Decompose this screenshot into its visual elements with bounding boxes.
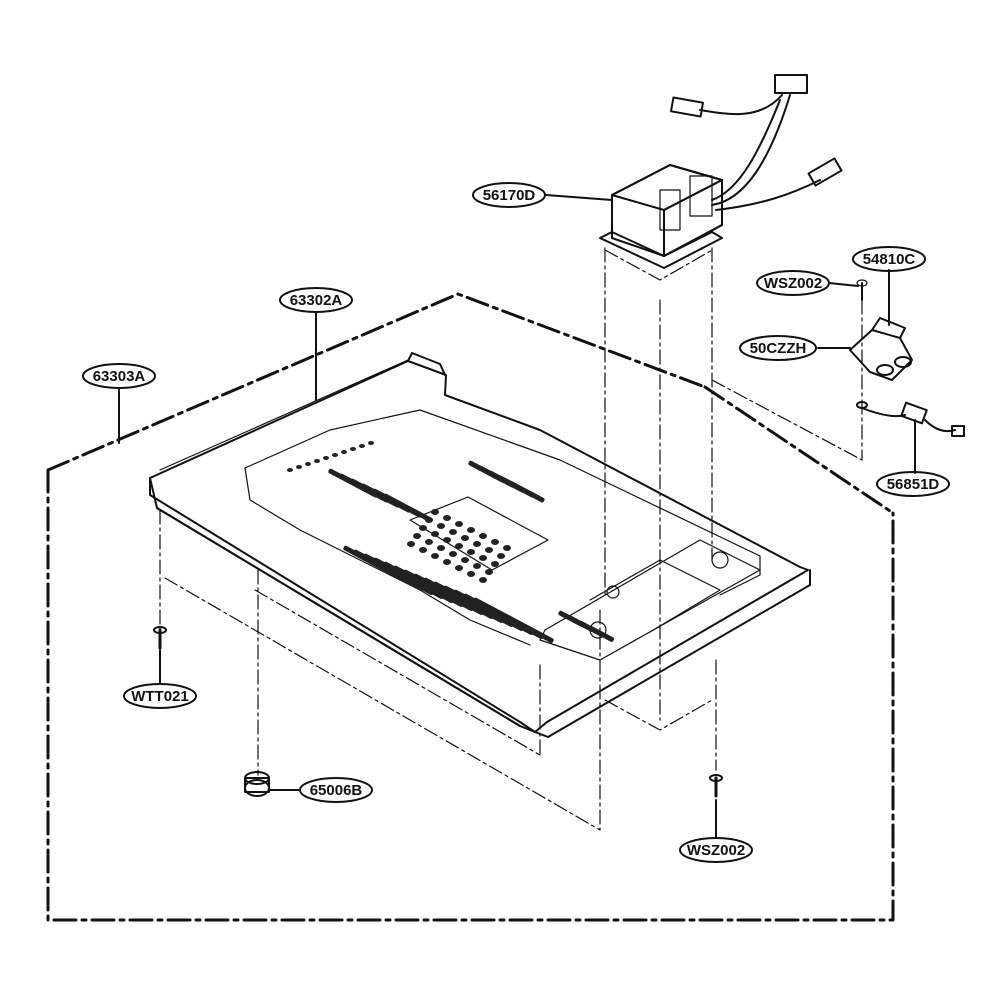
vent-slot [383, 493, 433, 523]
callout-50CZZH: 50CZZH [739, 335, 817, 361]
base-plate [149, 352, 811, 738]
vent-hole [443, 537, 451, 543]
fuse-lead [856, 401, 965, 437]
vent-hole [443, 559, 451, 565]
vent-hole [473, 541, 481, 547]
vent-hole [407, 541, 415, 547]
vent-hole [449, 529, 457, 535]
callout-65006B: 65006B [299, 777, 373, 803]
callout-label: 65006B [310, 782, 363, 799]
vent-hole [467, 527, 475, 533]
callout-label: 54810C [863, 251, 916, 268]
vent-hole [419, 547, 427, 553]
vent-hole [425, 539, 433, 545]
outer-case-outline [46, 292, 895, 922]
vent-hole [359, 444, 365, 448]
vent-hole [431, 509, 439, 515]
vent-hole [491, 561, 499, 567]
vent-hole [479, 555, 487, 561]
vent-hole [479, 533, 487, 539]
callout-54810C: 54810C [852, 246, 926, 272]
callout-label: WSZ002 [687, 842, 745, 859]
vent-hole [467, 549, 475, 555]
vent-slot [588, 625, 615, 642]
vent-hole [473, 563, 481, 569]
vent-hole [368, 441, 374, 445]
vent-slot [508, 480, 545, 503]
vent-hole [461, 535, 469, 541]
callout-label: 56851D [887, 476, 940, 493]
vent-hole [431, 553, 439, 559]
leader-lines [118, 194, 916, 839]
callout-56851D: 56851D [876, 471, 950, 497]
transformer [599, 74, 843, 269]
vent-hole [332, 453, 338, 457]
vent-hole [461, 557, 469, 563]
vent-hole [425, 517, 433, 523]
screw-left [153, 626, 167, 650]
vent-hole [305, 462, 311, 466]
vent-hole [479, 577, 487, 583]
callout-label: 63302A [290, 292, 343, 309]
callout-63303A: 63303A [82, 363, 156, 389]
vent-hole [491, 539, 499, 545]
vent-hole [431, 531, 439, 537]
vent-hole [467, 571, 475, 577]
vent-hole [449, 551, 457, 557]
vent-hole [413, 533, 421, 539]
foot [244, 771, 270, 797]
screw-bottom [709, 774, 723, 798]
vent-hole [485, 569, 493, 575]
callout-63302A: 63302A [279, 287, 353, 313]
vent-hole [323, 456, 329, 460]
callout-label: 56170D [483, 187, 536, 204]
callout-WTT021: WTT021 [123, 683, 197, 709]
vent-slot [473, 597, 554, 643]
vent-hole [287, 468, 293, 472]
vent-hole [443, 515, 451, 521]
vent-hole [419, 525, 427, 531]
callout-56170D: 56170D [472, 182, 546, 208]
projection-lines [159, 247, 863, 831]
vent-hole [341, 450, 347, 454]
vent-hole [437, 545, 445, 551]
callout-wsz002-bottom: WSZ002 [679, 837, 753, 863]
vent-hole [455, 521, 463, 527]
callout-wsz002-top: WSZ002 [756, 270, 830, 296]
vent-hole [503, 545, 511, 551]
callout-label: 50CZZH [750, 340, 807, 357]
callout-label: WTT021 [131, 688, 189, 705]
vent-hole [485, 547, 493, 553]
vent-hole [455, 543, 463, 549]
vent-hole [350, 447, 356, 451]
vent-hole [437, 523, 445, 529]
screw-top [856, 279, 868, 301]
callout-label: WSZ002 [764, 275, 822, 292]
vent-hole [296, 465, 302, 469]
vent-hole [314, 459, 320, 463]
callout-label: 63303A [93, 368, 146, 385]
vent-hole [455, 565, 463, 571]
vent-slots [287, 441, 615, 643]
vent-hole [497, 553, 505, 559]
fuse-holder [849, 317, 913, 381]
